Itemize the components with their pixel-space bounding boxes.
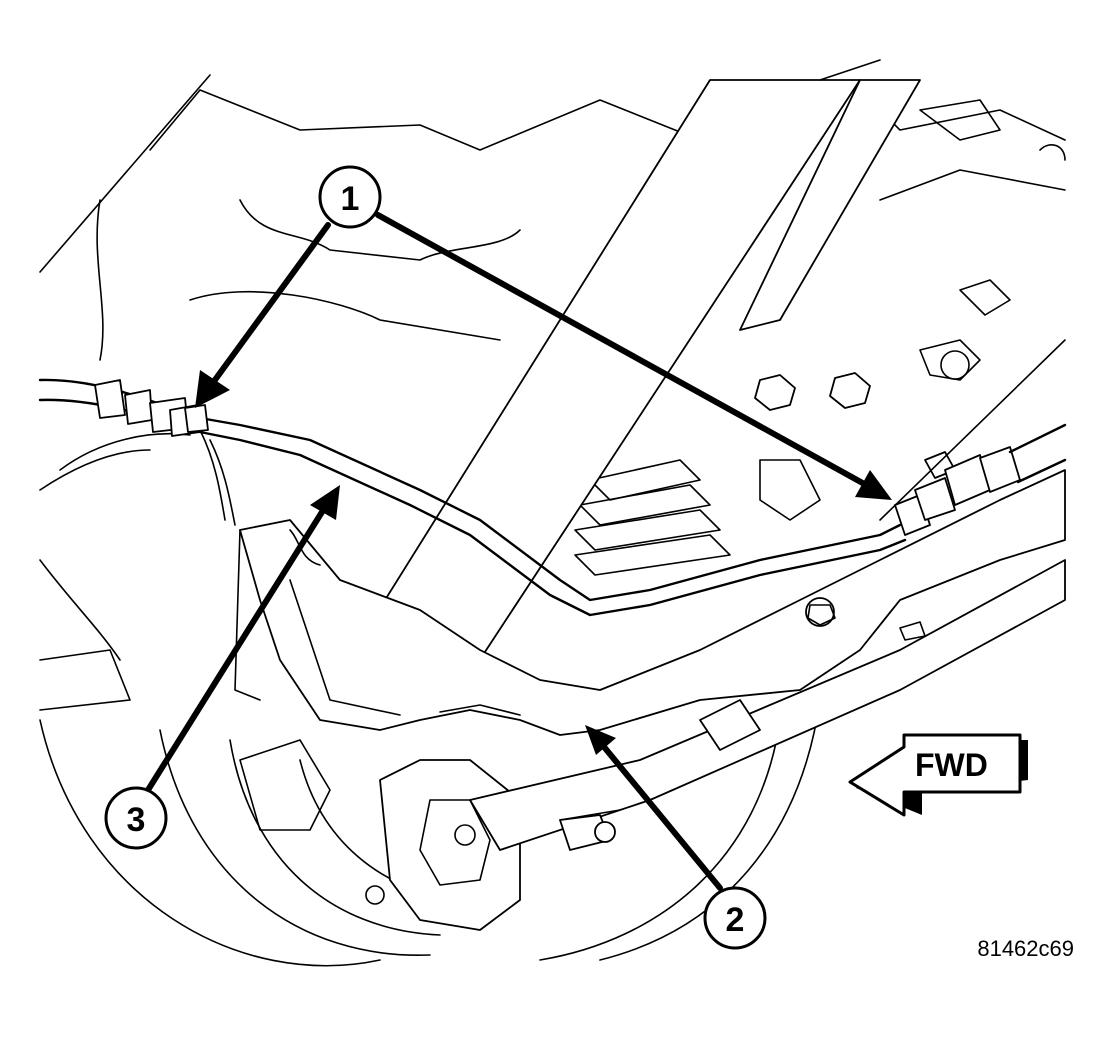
arrowhead-2 [585,725,616,755]
callout-3-label: 3 [127,801,146,839]
arrowhead-1a [195,370,230,408]
lower-control-arm [469,559,1066,851]
mount-bolts [754,279,1011,411]
callout-2-label: 2 [726,901,745,939]
rear-cradle-subframe [234,469,1066,736]
leader-lines [145,212,892,891]
knuckle-assembly [239,739,521,931]
leader-1a [209,222,331,387]
right-brake-fitting [879,339,1067,536]
callout-1: 1 [318,165,382,229]
callout-1-label: 1 [341,180,360,218]
callout-3: 3 [104,786,168,850]
fwd-label: FWD [915,747,988,783]
leader-1b [375,212,871,489]
arrowhead-1b [855,470,892,500]
forward-direction-arrow: FWD [848,733,1028,817]
coil-spring-area [574,459,821,576]
leader-2 [597,739,723,891]
left-brake-fitting [94,379,209,437]
callout-2: 2 [703,886,767,950]
rear-wheel [39,699,821,967]
arrowhead-3 [310,485,340,520]
leader-3 [145,509,325,793]
figure-id: 81462c69 [977,936,1074,961]
